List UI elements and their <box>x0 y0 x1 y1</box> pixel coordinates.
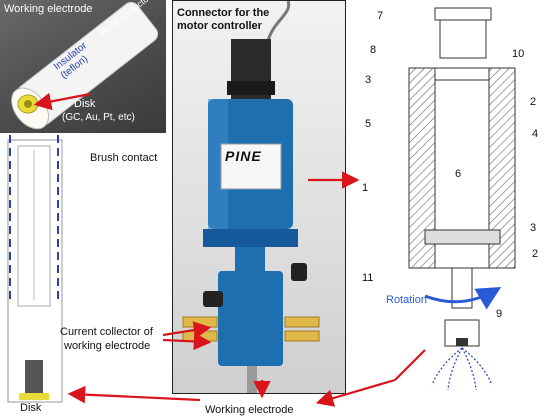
part-11: 11 <box>362 272 374 284</box>
disk-materials-label: (GC, Au, Pt, etc) <box>62 112 135 123</box>
part-3-bottom: 3 <box>530 222 537 234</box>
rotation-label: Rotation <box>386 294 427 306</box>
pine-brand-logo: PINE <box>225 148 262 164</box>
disk-label: Disk <box>74 98 96 110</box>
part-4: 4 <box>532 128 539 140</box>
part-10: 10 <box>512 48 525 60</box>
electrode-schematic <box>7 135 63 403</box>
current-collector-label-line2: working electrode <box>64 340 151 352</box>
part-3-top: 3 <box>365 74 372 86</box>
part-9: 9 <box>496 308 503 320</box>
flow-lines <box>431 347 493 391</box>
connector-label-line2: motor controller <box>177 20 262 32</box>
rde-instrument-photo: Connector for the motor controller PINE <box>172 0 346 394</box>
disk-bottom-label: Disk <box>20 402 42 414</box>
connector-label-line1: Connector for the <box>177 7 270 19</box>
part-1: 1 <box>362 182 369 194</box>
brush-contact-label: Brush contact <box>90 152 158 164</box>
inset-title: Working electrode <box>4 3 93 15</box>
part-7: 7 <box>377 10 384 22</box>
working-electrode-inset-photo: Working electrode Metal contactor Insula… <box>0 0 166 133</box>
part-6: 6 <box>455 168 462 180</box>
part-5: 5 <box>365 118 372 130</box>
rde-instrument-drawing <box>182 1 320 393</box>
part-2-top: 2 <box>530 96 537 108</box>
part-8: 8 <box>370 44 377 56</box>
part-2-bottom: 2 <box>532 248 539 260</box>
rotation-arrow <box>424 286 502 310</box>
working-electrode-bottom-label: Working electrode <box>205 404 294 416</box>
current-collector-label-line1: Current collector of <box>60 326 153 338</box>
